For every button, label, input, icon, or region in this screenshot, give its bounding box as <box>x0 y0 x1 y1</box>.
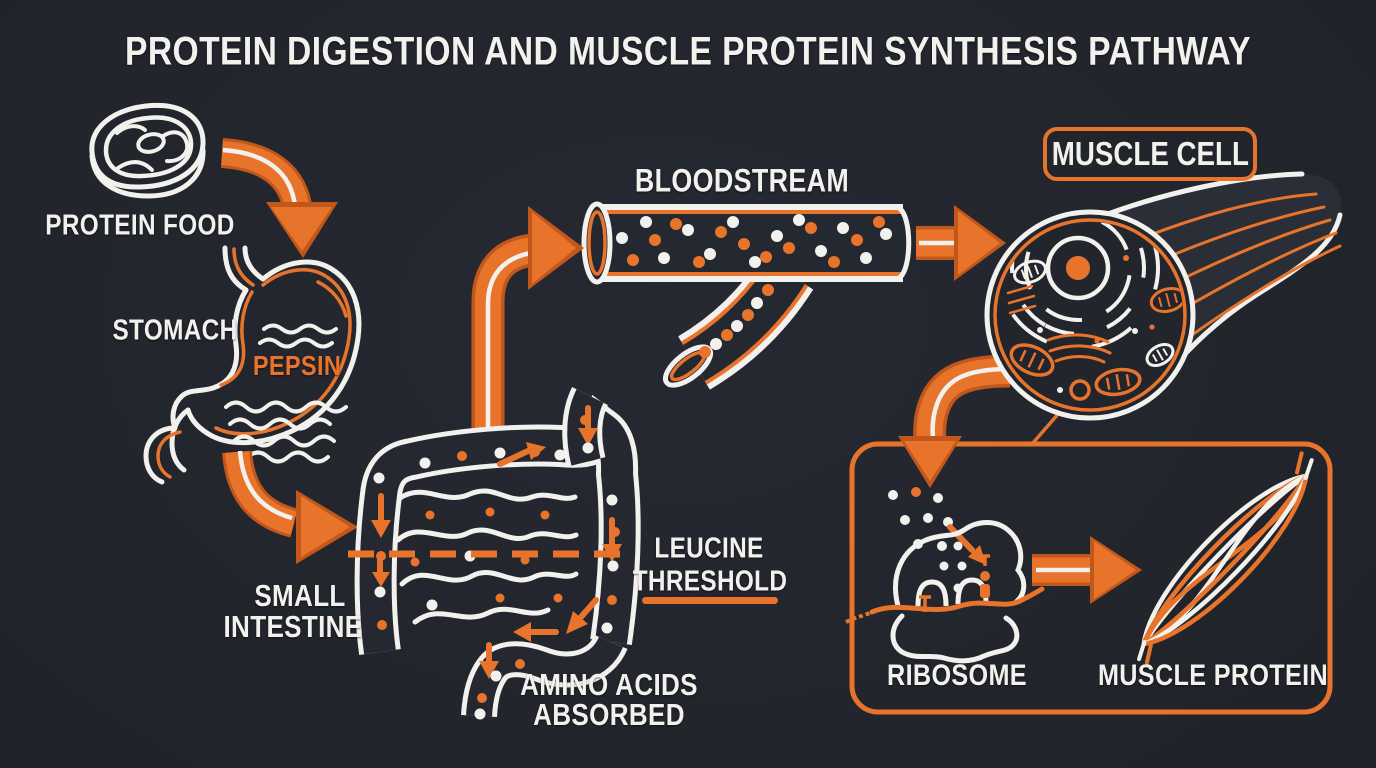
amino-acids-label-line2: ABSORBED <box>533 697 685 732</box>
muscle-cell-label: MUSCLE CELL <box>1051 135 1249 172</box>
arrow-right-icon <box>916 205 1006 281</box>
protein-food-label: PROTEIN FOOD <box>45 209 235 242</box>
ribosome-label: RIBOSOME <box>887 659 1027 692</box>
small-intestine-label-line1: SMALL <box>254 578 346 613</box>
stomach-label: STOMACH <box>112 314 238 347</box>
leucine-threshold-label-line2: THRESHOLD <box>632 565 788 598</box>
muscle-protein-fibers-icon <box>1137 451 1314 665</box>
stomach-icon <box>143 245 362 485</box>
amino-acids-label-line1: AMINO ACIDS <box>520 667 698 702</box>
bloodstream-label: BLOODSTREAM <box>634 162 850 199</box>
small-intestine-label-line2: INTESTINE <box>223 609 363 644</box>
curved-arrow-right-icon <box>222 450 358 564</box>
ribosome-arrow-right-icon <box>1032 536 1142 604</box>
bent-arrow-up-icon <box>471 206 584 437</box>
amino-acid-dots <box>888 487 986 565</box>
muscle-cell-label-box: MUSCLE CELL <box>1043 127 1257 181</box>
pepsin-label: PEPSIN <box>252 350 342 381</box>
curved-arrow-down-icon <box>220 138 338 258</box>
small-intestine-icon <box>354 387 641 720</box>
leucine-threshold-underline <box>642 597 778 604</box>
curved-arrow-into-box-icon <box>898 354 1011 488</box>
diagram-title: PROTEIN DIGESTION AND MUSCLE PROTEIN SYN… <box>125 29 1251 74</box>
blood-vessel-icon <box>581 201 912 390</box>
muscle-protein-label: MUSCLE PROTEIN <box>1097 659 1329 692</box>
ribosome-icon <box>845 520 1045 664</box>
synthesis-box <box>849 441 1333 715</box>
leucine-threshold-label-line1: LEUCINE <box>654 532 764 565</box>
steak-icon <box>89 102 206 199</box>
